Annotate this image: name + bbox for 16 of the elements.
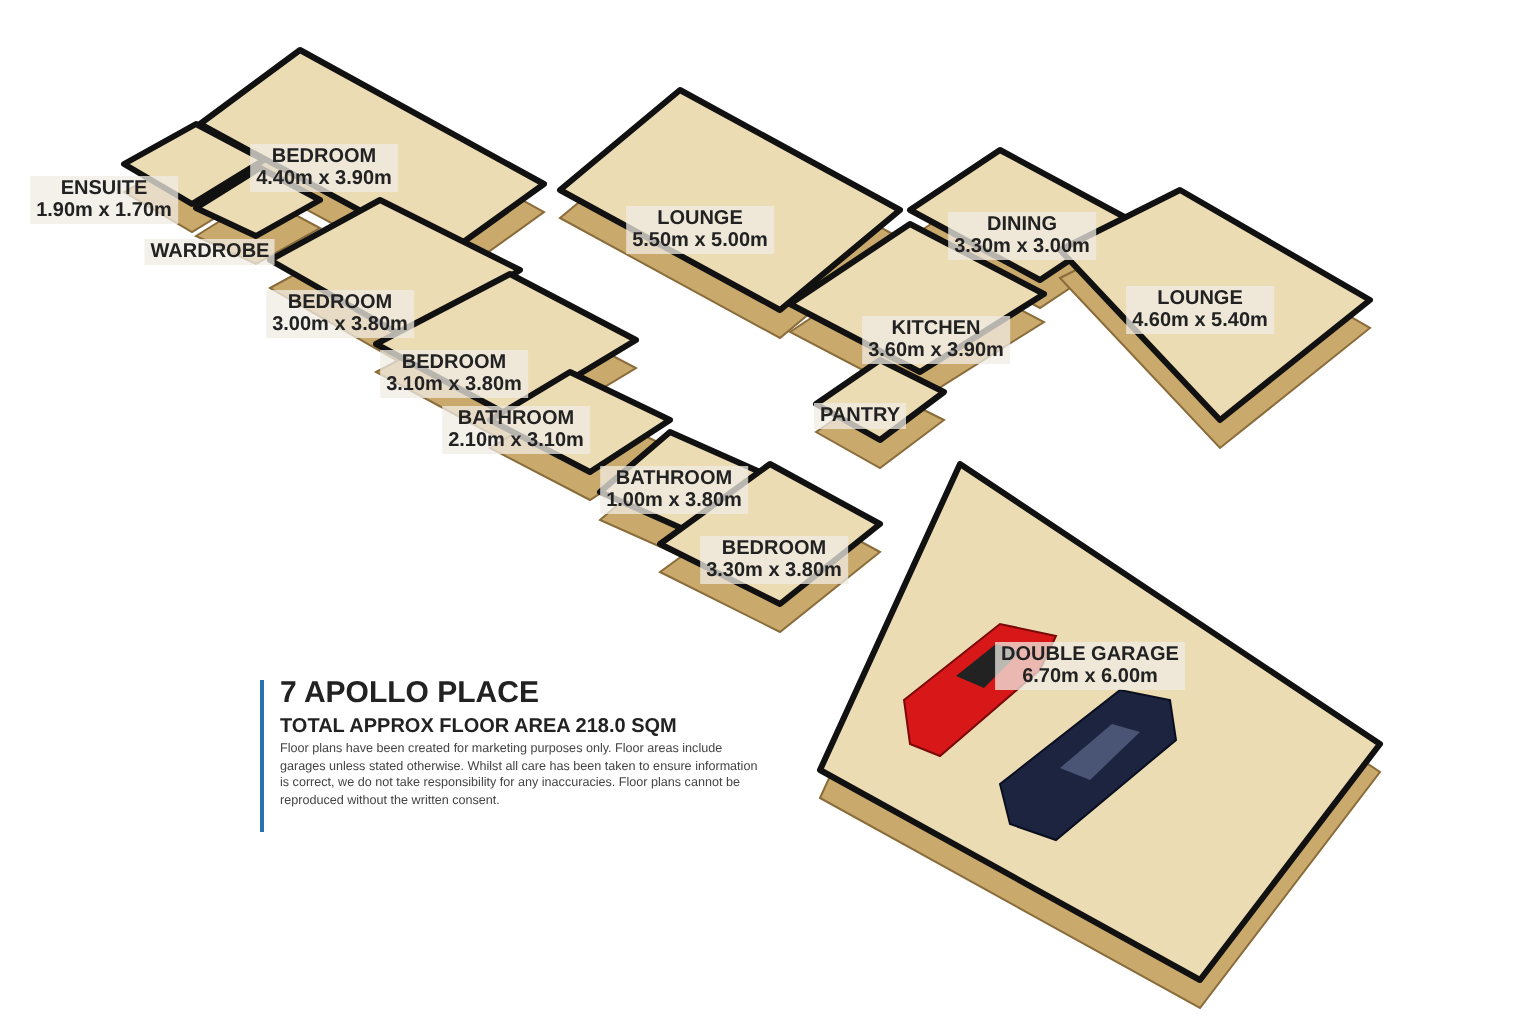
- room-label: KITCHEN 3.60m x 3.90m: [862, 316, 1010, 364]
- room-label: LOUNGE 4.60m x 5.40m: [1126, 286, 1274, 334]
- room-label: ENSUITE 1.90m x 1.70m: [30, 176, 178, 224]
- room-label: BEDROOM 3.10m x 3.80m: [380, 350, 528, 398]
- room-label: BEDROOM 4.40m x 3.90m: [250, 144, 398, 192]
- title: 7 APOLLO PLACE: [280, 676, 539, 710]
- room-label: WARDROBE: [144, 239, 276, 265]
- room-label: BEDROOM 3.00m x 3.80m: [266, 290, 414, 338]
- room-label: PANTRY: [814, 403, 906, 429]
- room-label: BEDROOM 3.30m x 3.80m: [700, 536, 848, 584]
- room-label: BATHROOM 1.00m x 3.80m: [600, 466, 748, 514]
- room-label: BATHROOM 2.10m x 3.10m: [442, 406, 590, 454]
- room-label: LOUNGE 5.50m x 5.00m: [626, 206, 774, 254]
- room-label: DOUBLE GARAGE 6.70m x 6.00m: [995, 642, 1185, 690]
- floor-area-text: TOTAL APPROX FLOOR AREA 218.0 SQM: [280, 714, 677, 741]
- room-label: DINING 3.30m x 3.00m: [948, 212, 1096, 260]
